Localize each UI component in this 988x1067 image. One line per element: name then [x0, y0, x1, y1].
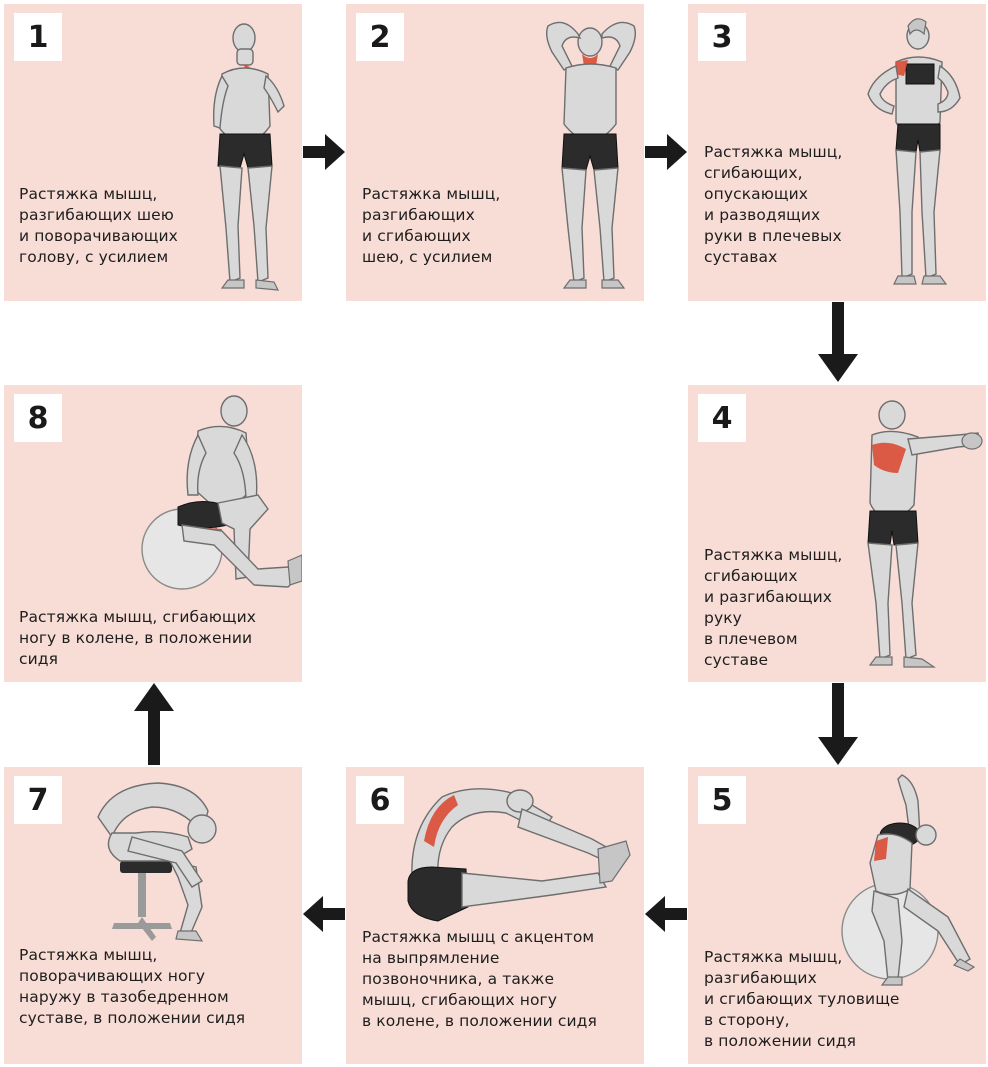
- seated-on-stool-hip-stretch: [97, 782, 217, 942]
- step-number: 8: [14, 394, 62, 442]
- step-card-4: 4 Растяжка мышц, сгибающих и разгибающих…: [688, 385, 986, 682]
- step-number: 1: [14, 13, 62, 61]
- step-card-5: 5 Растяжка мышц, разгибающих и сгибающих…: [688, 767, 986, 1064]
- standing-figure-arm-forward: [867, 400, 983, 668]
- step-card-8: 8 Растяжка мышц, сгибающих ногу в колене…: [4, 385, 302, 682]
- step-description: Растяжка мышц, сгибающих ногу в колене, …: [19, 608, 257, 668]
- step-card-1: 1 Растяжка мышц, разгибающих шею и повор…: [4, 4, 302, 301]
- seated-on-ball-side-bend: [841, 774, 976, 986]
- step-description: Растяжка мышц, сгибающих, опускающих и р…: [704, 143, 843, 266]
- step-number: 6: [356, 776, 404, 824]
- step-description: Растяжка мышц, разгибающих шею и поворач…: [19, 185, 178, 266]
- standing-figure-hands-behind-head: [545, 21, 637, 289]
- step-description: Растяжка мышц с акцентом на выпрямление …: [362, 928, 597, 1030]
- step-description: Растяжка мышц, разгибающих и сгибающих ш…: [362, 185, 501, 266]
- step-number: 5: [698, 776, 746, 824]
- step-card-2: 2 Растяжка мышц, разгибающих и сгибающих…: [346, 4, 644, 301]
- step-number: 3: [698, 13, 746, 61]
- arrow-down-icon: [818, 302, 858, 382]
- standing-figure-neck-stretch: [212, 23, 285, 291]
- seated-on-ball-leg-extended: [141, 395, 302, 590]
- step-description: Растяжка мышц, поворачивающих ногу наруж…: [19, 946, 246, 1027]
- arrow-left-icon: [303, 896, 345, 932]
- arrow-up-icon: [134, 683, 174, 765]
- seated-forward-bend: [407, 788, 631, 922]
- arrow-down-icon: [818, 683, 858, 765]
- step-card-7: 7 Растяжка мышц, поворачивающих ногу нар…: [4, 767, 302, 1064]
- step-description: Растяжка мышц, сгибающих и разгибающих р…: [704, 546, 843, 669]
- step-number: 2: [356, 13, 404, 61]
- step-card-6: 6 Растяжка мышц с акцентом на выпрямлени…: [346, 767, 644, 1064]
- step-card-3: 3 Растяжка мышц, сгибающих, опускающих и…: [688, 4, 986, 301]
- arrow-left-icon: [645, 896, 687, 932]
- arrow-right-icon: [645, 134, 687, 170]
- step-description: Растяжка мышц, разгибающих и сгибающих т…: [704, 948, 900, 1050]
- step-number: 7: [14, 776, 62, 824]
- arrow-right-icon: [303, 134, 345, 170]
- step-number: 4: [698, 394, 746, 442]
- standing-woman-arms-behind: [867, 18, 961, 285]
